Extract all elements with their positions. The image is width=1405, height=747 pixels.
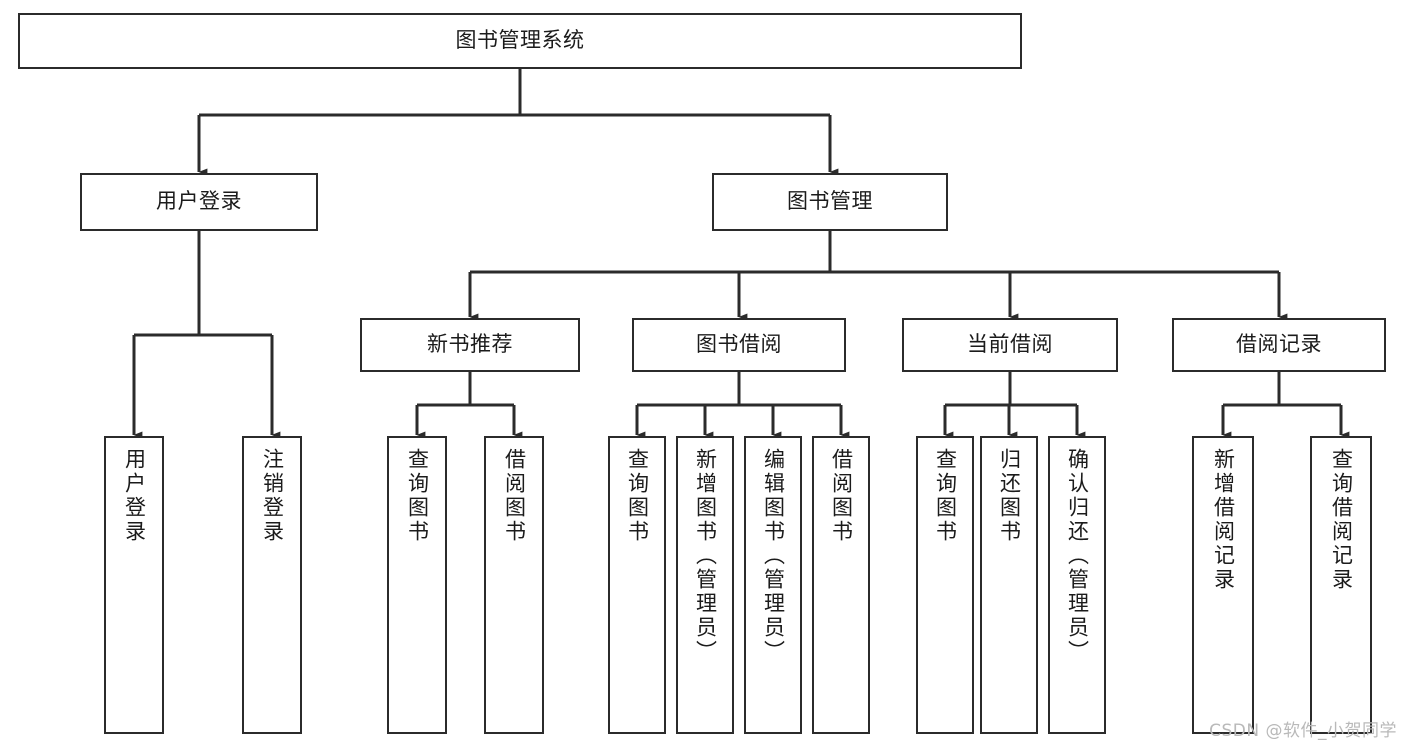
node-label-wrap: 新增借阅记录 [1194, 438, 1252, 732]
node-label-user-login: 用户登录 [156, 189, 242, 214]
node-leaf-borrow-book-1[interactable]: 借阅图书 [484, 436, 544, 734]
node-leaf-borrow-book-2[interactable]: 借阅图书 [812, 436, 870, 734]
watermark-text: CSDN @软件_小贺同学 [1209, 721, 1397, 741]
node-current-borrow[interactable]: 当前借阅 [902, 318, 1118, 372]
node-label-leaf-query-book-3: 查询图书 [933, 448, 958, 544]
node-label-wrap: 查询图书 [918, 438, 972, 732]
node-leaf-logout[interactable]: 注销登录 [242, 436, 302, 734]
node-label-wrap: 查询借阅记录 [1312, 438, 1370, 732]
node-label-wrap: 图书管理 [714, 175, 946, 229]
node-label-wrap: 新书推荐 [362, 320, 578, 370]
node-leaf-query-book-2[interactable]: 查询图书 [608, 436, 666, 734]
node-label-wrap: 当前借阅 [904, 320, 1116, 370]
node-leaf-query-book-3[interactable]: 查询图书 [916, 436, 974, 734]
node-label-leaf-return-book: 归还图书 [997, 448, 1022, 544]
node-leaf-user-login[interactable]: 用户登录 [104, 436, 164, 734]
node-book-manage[interactable]: 图书管理 [712, 173, 948, 231]
node-label-wrap: 编辑图书（管理员） [746, 438, 800, 732]
node-label-leaf-logout: 注销登录 [260, 448, 285, 544]
node-label-leaf-query-book-2: 查询图书 [625, 448, 650, 544]
node-label-wrap: 图书管理系统 [20, 15, 1020, 67]
node-leaf-edit-book[interactable]: 编辑图书（管理员） [744, 436, 802, 734]
node-label-wrap: 查询图书 [610, 438, 664, 732]
node-label-wrap: 注销登录 [244, 438, 300, 732]
node-label-wrap: 用户登录 [82, 175, 316, 229]
node-label-wrap: 新增图书（管理员） [678, 438, 732, 732]
node-label-borrow-record: 借阅记录 [1236, 332, 1322, 357]
node-label-leaf-add-book: 新增图书（管理员） [693, 448, 718, 664]
node-label-leaf-user-login: 用户登录 [122, 448, 147, 544]
node-leaf-confirm-return[interactable]: 确认归还（管理员） [1048, 436, 1106, 734]
node-label-wrap: 用户登录 [106, 438, 162, 732]
node-label-wrap: 图书借阅 [634, 320, 844, 370]
node-label-wrap: 借阅图书 [486, 438, 542, 732]
node-label-leaf-query-record: 查询借阅记录 [1329, 448, 1354, 592]
node-leaf-add-record[interactable]: 新增借阅记录 [1192, 436, 1254, 734]
node-label-leaf-add-record: 新增借阅记录 [1211, 448, 1236, 592]
node-label-leaf-borrow-book-2: 借阅图书 [829, 448, 854, 544]
node-root[interactable]: 图书管理系统 [18, 13, 1022, 69]
node-label-wrap: 查询图书 [389, 438, 445, 732]
node-borrow-record[interactable]: 借阅记录 [1172, 318, 1386, 372]
node-label-wrap: 确认归还（管理员） [1050, 438, 1104, 732]
node-label-leaf-edit-book: 编辑图书（管理员） [761, 448, 786, 664]
node-label-leaf-confirm-return: 确认归还（管理员） [1065, 448, 1090, 664]
node-label-book-borrow: 图书借阅 [696, 332, 782, 357]
node-label-wrap: 借阅图书 [814, 438, 868, 732]
node-label-wrap: 借阅记录 [1174, 320, 1384, 370]
node-leaf-return-book[interactable]: 归还图书 [980, 436, 1038, 734]
node-user-login[interactable]: 用户登录 [80, 173, 318, 231]
node-book-borrow[interactable]: 图书借阅 [632, 318, 846, 372]
node-new-book-rec[interactable]: 新书推荐 [360, 318, 580, 372]
node-label-leaf-borrow-book-1: 借阅图书 [502, 448, 527, 544]
node-label-wrap: 归还图书 [982, 438, 1036, 732]
node-leaf-query-record[interactable]: 查询借阅记录 [1310, 436, 1372, 734]
node-leaf-query-book-1[interactable]: 查询图书 [387, 436, 447, 734]
node-label-current-borrow: 当前借阅 [967, 332, 1053, 357]
node-label-book-manage: 图书管理 [787, 189, 873, 214]
node-label-new-book-rec: 新书推荐 [427, 332, 513, 357]
node-label-root: 图书管理系统 [455, 28, 585, 53]
node-leaf-add-book[interactable]: 新增图书（管理员） [676, 436, 734, 734]
node-label-leaf-query-book-1: 查询图书 [405, 448, 430, 544]
